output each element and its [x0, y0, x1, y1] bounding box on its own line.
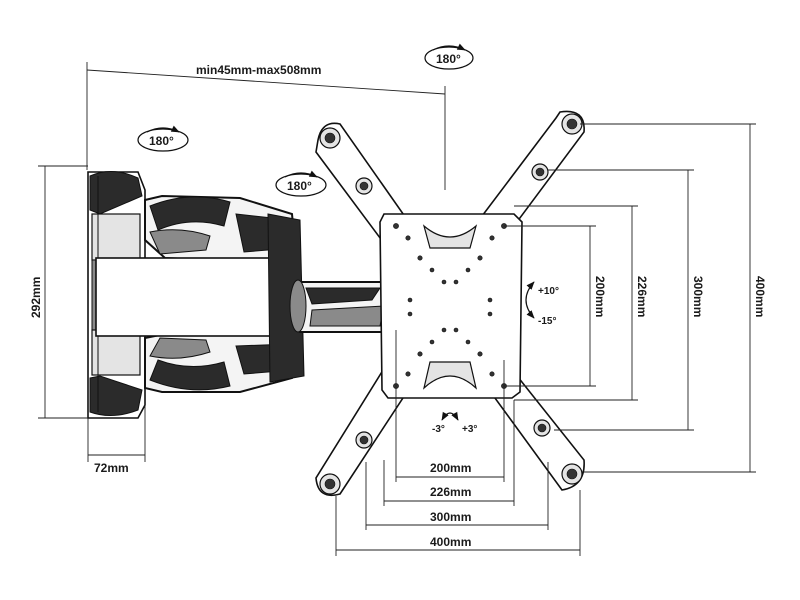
vesa-horizontal-400-label: 400mm	[430, 535, 471, 549]
tilt-down-label: -15°	[538, 316, 556, 327]
vesa-vertical-200-label: 200mm	[593, 276, 607, 317]
tilt-arrow-icon	[525, 281, 535, 319]
vesa-vertical-300-label: 300mm	[691, 276, 705, 317]
swivel-badge-top: 180°	[424, 43, 474, 70]
vesa-hole-grid	[393, 223, 507, 389]
swivel-badge-top-label: 180°	[436, 52, 461, 66]
rotate-arrow-icon	[432, 43, 466, 51]
swivel-badge-wall: 180°	[137, 125, 189, 152]
mounting-bolt-icon	[319, 113, 583, 495]
swivel-badge-arm-label: 180°	[287, 179, 312, 193]
vesa-vertical-dimensions: 200mm 226mm 300mm 400mm	[504, 123, 767, 473]
rotate-arrow-icon	[284, 170, 318, 178]
wall-plate-height-label: 292mm	[29, 277, 43, 318]
vesa-bracket	[315, 110, 585, 497]
arm-extension-dimension: min45mm-max508mm	[86, 62, 446, 190]
vesa-horizontal-226-label: 226mm	[430, 485, 471, 499]
vesa-horizontal-200-label: 200mm	[430, 461, 471, 475]
wall-plate-depth-label: 72mm	[94, 461, 129, 475]
vesa-horizontal-300-label: 300mm	[430, 510, 471, 524]
swivel-badge-arm: 180°	[275, 170, 327, 197]
wall-plate-depth-dimension: 72mm	[87, 405, 146, 475]
level-left-label: -3°	[432, 424, 445, 435]
wall-plate-height-dimension: 292mm	[29, 165, 88, 419]
swivel-badge-wall-label: 180°	[149, 134, 174, 148]
rotate-arrow-icon	[146, 125, 180, 133]
vesa-vertical-226-label: 226mm	[635, 276, 649, 317]
vesa-vertical-400-label: 400mm	[753, 276, 767, 317]
arm-extension-label: min45mm-max508mm	[196, 63, 321, 77]
vesa-horizontal-dimensions: 200mm 226mm 300mm 400mm	[335, 330, 581, 556]
level-indicator: -3° +3°	[432, 411, 477, 435]
level-arrow-icon	[441, 411, 459, 421]
tilt-up-label: +10°	[538, 286, 559, 297]
tilt-indicator: +10° -15°	[525, 281, 559, 327]
level-right-label: +3°	[462, 424, 477, 435]
